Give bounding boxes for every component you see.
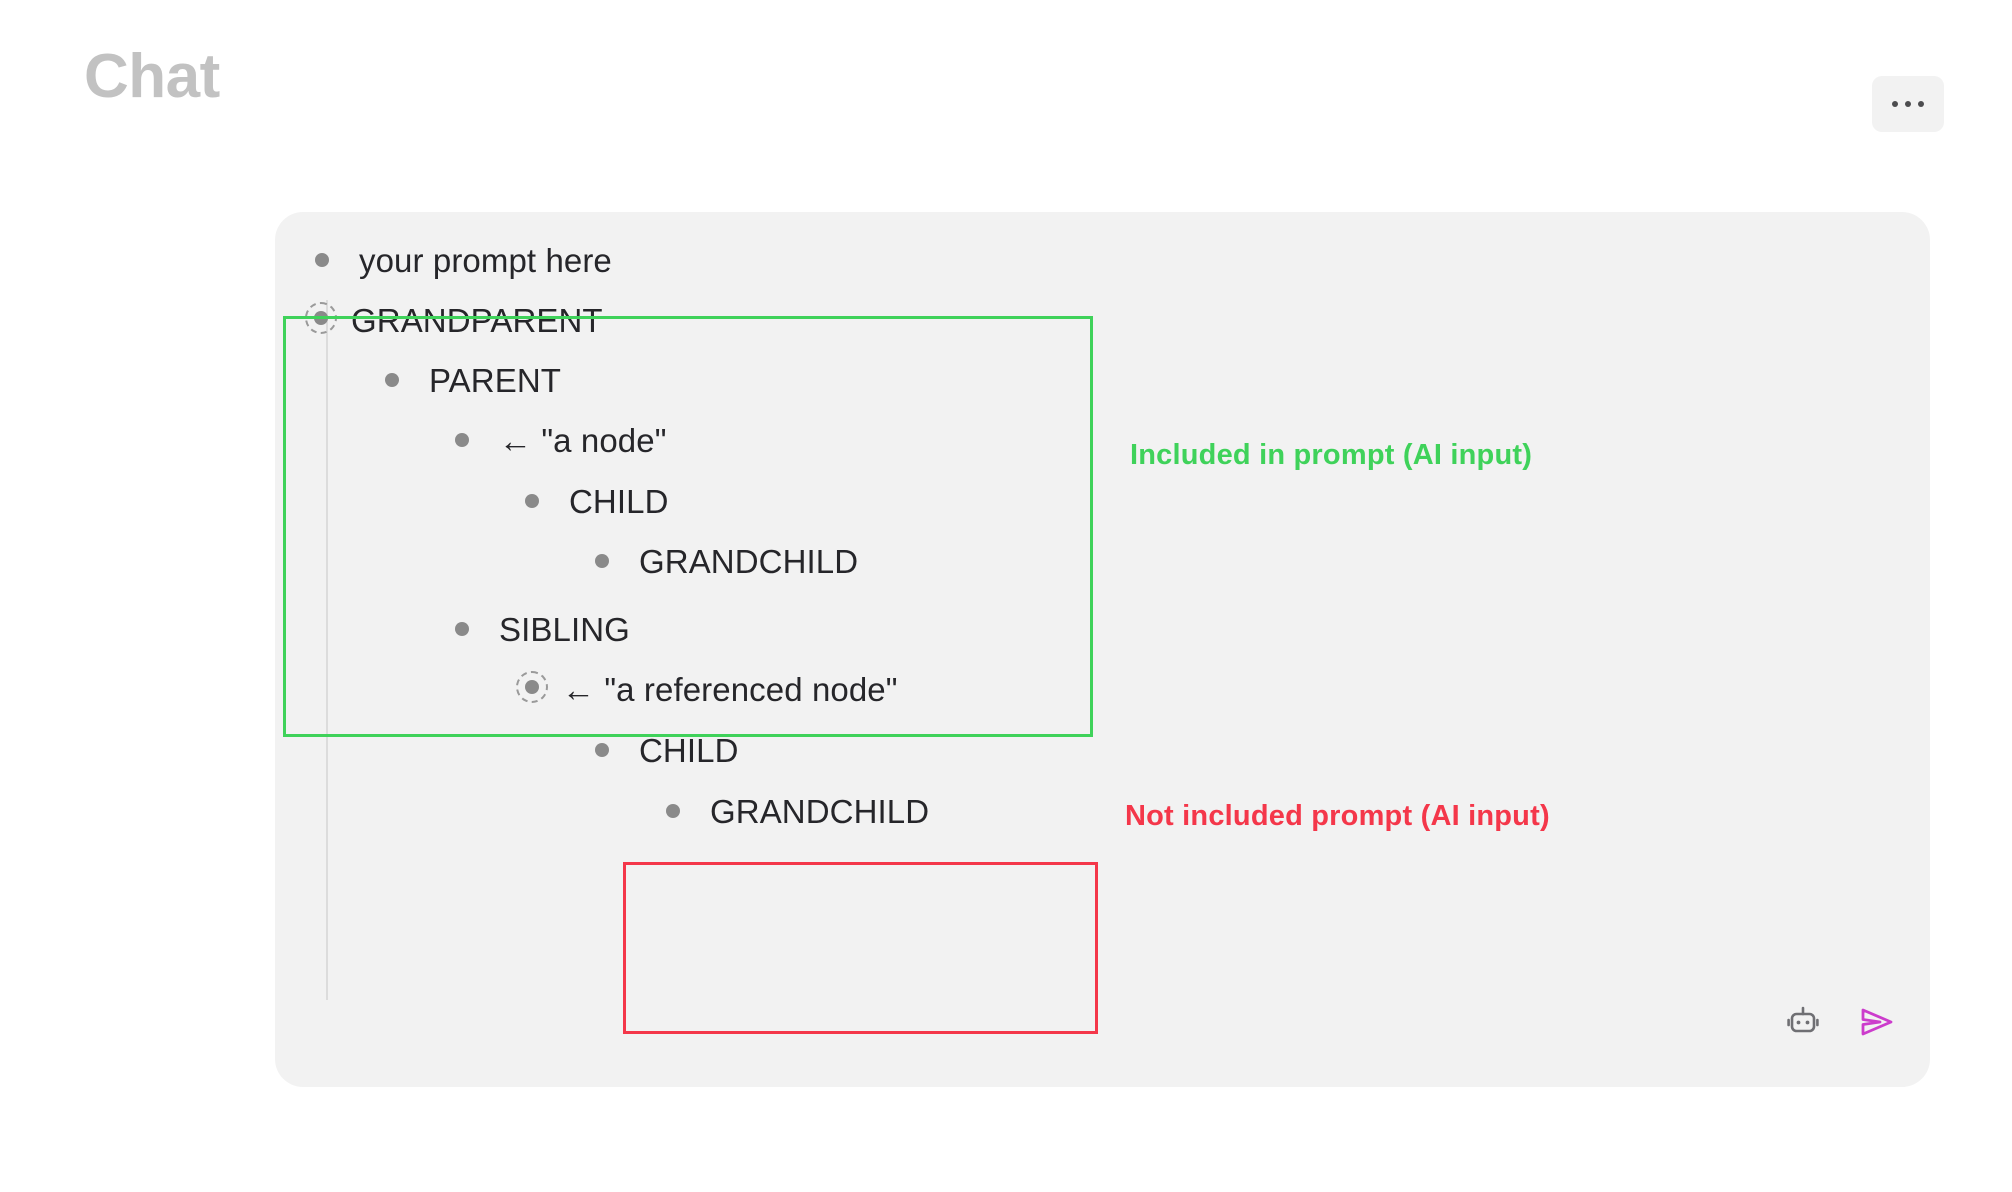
overflow-menu-button[interactable] bbox=[1872, 76, 1944, 132]
outline-row-parent[interactable]: PARENT bbox=[385, 352, 561, 408]
bullet-icon bbox=[315, 253, 329, 267]
bullet-icon bbox=[595, 554, 609, 568]
bullet-icon bbox=[525, 494, 539, 508]
bullet-icon bbox=[595, 743, 609, 757]
send-icon bbox=[1861, 1008, 1893, 1036]
bullet-icon bbox=[385, 373, 399, 387]
send-icon-button[interactable] bbox=[1854, 999, 1900, 1045]
robot-icon-button[interactable] bbox=[1780, 999, 1826, 1045]
chat-panel: your prompt here GRANDPARENT PARENT ← "a… bbox=[275, 212, 1930, 1087]
outline-row-label: PARENT bbox=[429, 361, 562, 399]
outline-row-label: GRANDPARENT bbox=[351, 301, 603, 339]
reference-bullet-icon bbox=[516, 671, 552, 707]
outline-row-child-2[interactable]: CHILD bbox=[595, 722, 739, 778]
bullet-icon bbox=[666, 804, 680, 818]
outline-row-label: SIBLING bbox=[499, 610, 630, 648]
outline-row-child-1[interactable]: CHILD bbox=[525, 473, 669, 529]
outline-row-grandparent[interactable]: GRANDPARENT bbox=[305, 292, 603, 348]
bullet-icon bbox=[525, 680, 539, 694]
not-included-in-prompt-annotation: Not included prompt (AI input) bbox=[1125, 800, 1550, 832]
outline-row-grandchild-1[interactable]: GRANDCHILD bbox=[595, 533, 858, 589]
outline-row-label: ← "a referenced node" bbox=[562, 670, 898, 708]
outline-row-label: GRANDCHILD bbox=[639, 542, 859, 580]
app-header: Chat bbox=[0, 0, 2012, 160]
outline-row-prompt[interactable]: your prompt here bbox=[315, 232, 612, 288]
bullet-icon bbox=[455, 622, 469, 636]
outline-row-grandchild-2[interactable]: GRANDCHILD bbox=[666, 783, 929, 839]
ellipsis-icon-dot bbox=[1918, 101, 1924, 107]
outline-row-label: CHILD bbox=[569, 482, 669, 520]
ellipsis-icon-dot bbox=[1892, 101, 1898, 107]
page-title: Chat bbox=[84, 42, 220, 111]
tree-guide-line bbox=[326, 300, 328, 1000]
ellipsis-icon-dot bbox=[1905, 101, 1911, 107]
outline-row-label: your prompt here bbox=[359, 241, 612, 279]
bullet-icon bbox=[455, 433, 469, 447]
reference-bullet-icon bbox=[305, 302, 341, 338]
outline-row-a-node[interactable]: ← "a node" bbox=[455, 412, 667, 468]
outline-row-label: ← "a node" bbox=[499, 421, 667, 459]
outline-row-sibling[interactable]: SIBLING bbox=[455, 601, 630, 657]
outline-row-label: GRANDCHILD bbox=[710, 792, 930, 830]
robot-icon bbox=[1787, 1006, 1819, 1033]
outline-row-a-referenced-node[interactable]: ← "a referenced node" bbox=[516, 661, 898, 717]
bullet-icon bbox=[314, 311, 328, 325]
included-in-prompt-annotation: Included in prompt (AI input) bbox=[1130, 439, 1533, 471]
outline-row-label: CHILD bbox=[639, 731, 739, 769]
chat-actions bbox=[1780, 999, 1900, 1045]
outline-tree: your prompt here GRANDPARENT PARENT ← "a… bbox=[275, 212, 1930, 1087]
